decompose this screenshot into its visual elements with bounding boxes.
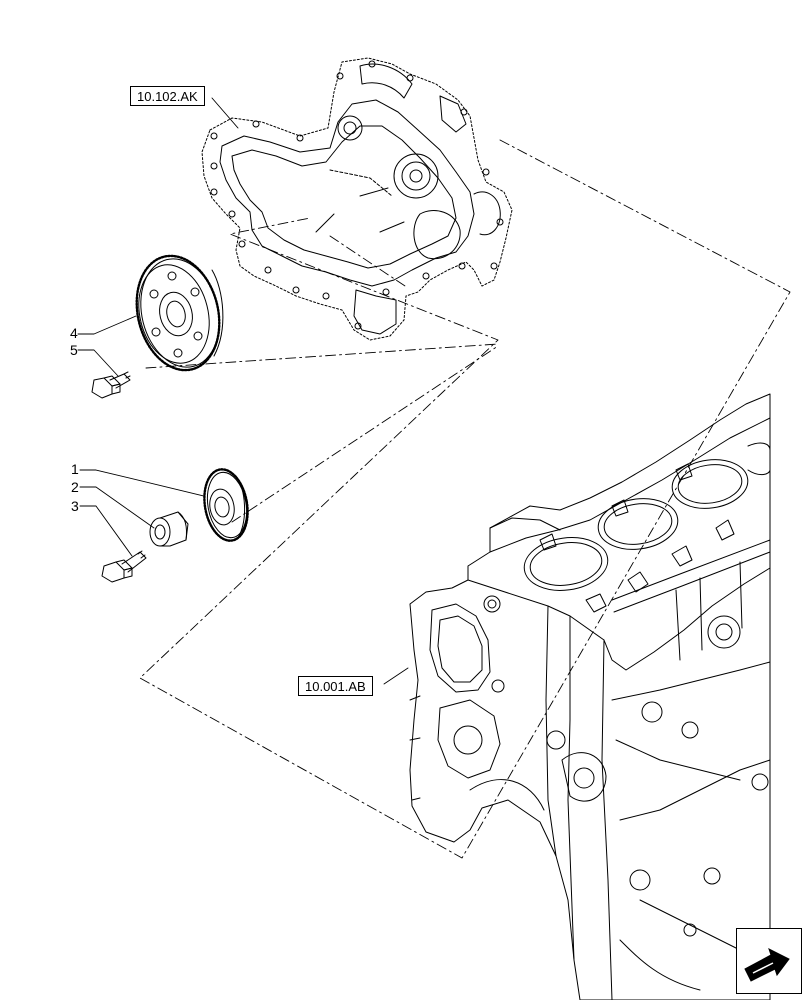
item-number-4: 4 — [70, 325, 78, 341]
next-page-button[interactable] — [736, 928, 802, 994]
callout-timing-cover-ref[interactable]: 10.102.AK — [130, 86, 205, 106]
callout-crankcase-ref[interactable]: 10.001.AB — [298, 676, 373, 696]
timing-cover-housing — [201, 57, 513, 341]
idler-hub — [149, 511, 189, 547]
assembly-outline — [139, 139, 791, 859]
item-number-3: 3 — [71, 498, 79, 514]
leader-lines — [77, 97, 409, 685]
bolt-3 — [101, 550, 147, 583]
item-number-5: 5 — [70, 342, 78, 358]
idler-gear — [203, 468, 249, 542]
bolt-5 — [91, 371, 131, 399]
item-number-2: 2 — [71, 479, 79, 495]
engine-block — [409, 393, 771, 1000]
item-number-1: 1 — [71, 461, 79, 477]
next-page-arrow-icon — [744, 948, 790, 982]
crank-gear — [135, 254, 224, 372]
